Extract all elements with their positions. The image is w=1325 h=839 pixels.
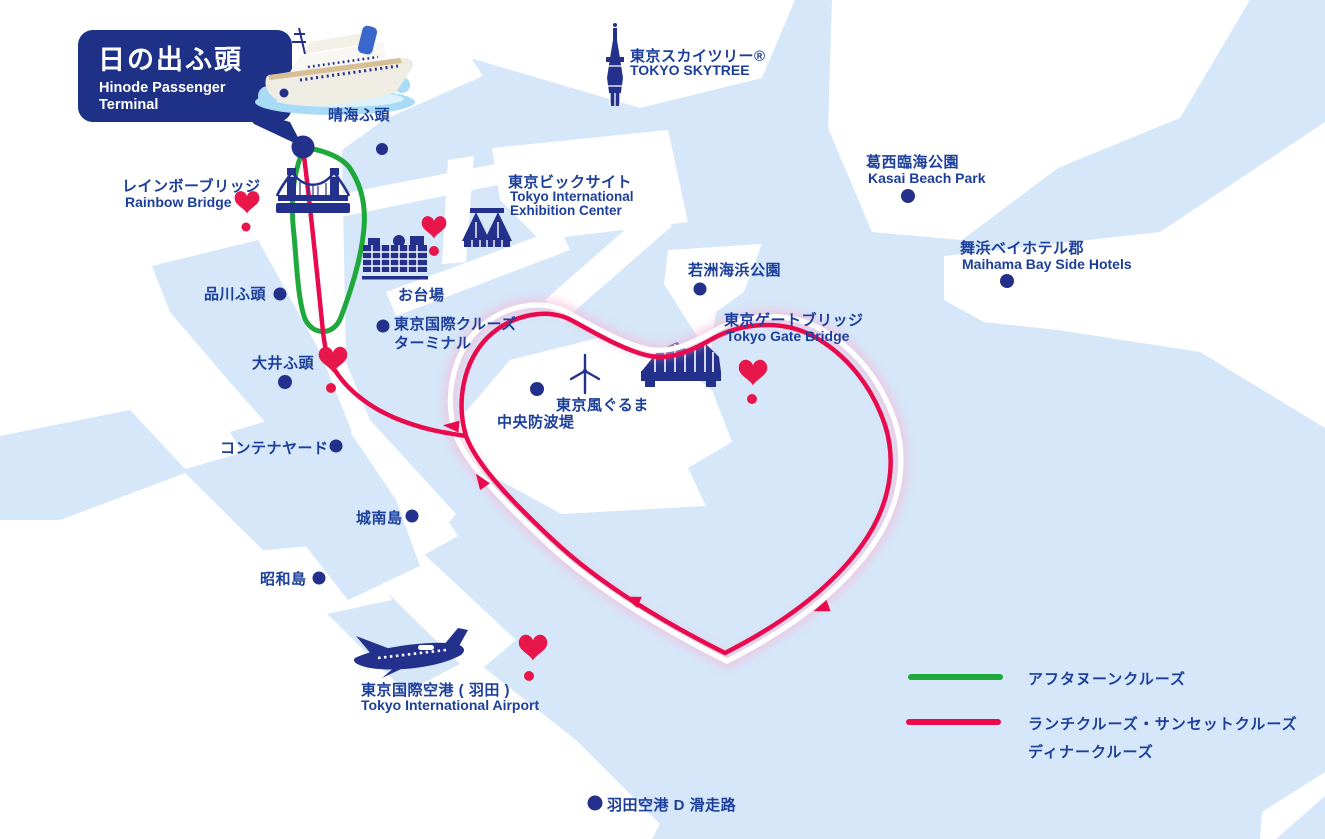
odaiba-building-icon — [362, 235, 428, 280]
dot-cruise-terminal — [376, 319, 390, 333]
label-big-sight-en2: Exhibition Center — [510, 203, 622, 218]
dot-showajima — [312, 571, 326, 585]
dot-oi — [278, 375, 292, 389]
airplane-icon — [353, 628, 468, 678]
location-dots — [273, 143, 1014, 811]
label-wakasu: 若洲海浜公園 — [688, 262, 782, 279]
label-gate-bridge-jp: 東京ゲートブリッジ — [724, 312, 864, 329]
dot-container-yard — [329, 439, 343, 453]
legend-afternoon-label: アフタヌーンクルーズ — [1028, 671, 1187, 688]
legend-afternoon-swatch — [908, 674, 1003, 680]
wind-turbine-icon — [569, 353, 601, 395]
block-shinagawa — [152, 240, 352, 462]
label-rainbow-bridge-en: Rainbow Bridge — [125, 194, 232, 210]
dot-jonanjima — [405, 509, 419, 523]
land-maihama — [944, 122, 1325, 428]
land-kasai — [828, 0, 1250, 240]
land-corner-sliver — [1260, 772, 1325, 839]
route-afternoon — [289, 145, 367, 334]
label-rainbow-bridge-jp: レインボーブリッジ — [122, 178, 261, 195]
dot-harumi — [376, 143, 388, 155]
dot-maihama — [1000, 274, 1014, 288]
dot-wakasu — [693, 282, 707, 296]
label-harumi: 晴海ふ頭 — [328, 107, 391, 124]
label-maihama-jp: 舞浜ベイホテル郡 — [960, 240, 1085, 257]
label-breakwater: 中央防波堤 — [497, 414, 575, 431]
legend-dinner-label: ディナークルーズ — [1028, 744, 1154, 761]
hinode-terminal-badge: 日の出ふ頭 Hinode Passenger Terminal — [78, 30, 292, 122]
big-sight-icon — [462, 208, 512, 247]
label-kasai-jp: 葛西臨海公園 — [866, 154, 960, 171]
label-runway-d: 羽田空港 D 滑走路 — [607, 797, 737, 814]
heart-markers — [234, 191, 768, 681]
label-cruise-terminal-2: ターミナル — [394, 335, 472, 352]
label-skytree-en: TOKYO SKYTREE — [630, 62, 750, 78]
label-maihama-en: Maihama Bay Side Hotels — [962, 256, 1132, 272]
label-jonanjima: 城南島 — [356, 510, 403, 527]
dot-kasai — [901, 189, 915, 203]
land-breakwater-island — [452, 338, 732, 514]
label-airport-en: Tokyo International Airport — [361, 697, 540, 713]
legend-lunch-sunset-swatch — [906, 719, 1001, 725]
label-big-sight-en1: Tokyo International — [510, 189, 634, 204]
skytree-icon — [606, 23, 624, 106]
route-lunch-dinner — [300, 145, 893, 656]
label-shinagawa: 品川ふ頭 — [204, 286, 267, 303]
land-wakasu — [664, 244, 762, 356]
label-container-yard: コンテナヤード — [220, 440, 329, 457]
label-cruise-terminal-1: 東京国際クルーズ — [394, 316, 517, 333]
dot-runway-d — [587, 795, 603, 811]
heart-route-outline — [443, 297, 909, 670]
label-gate-bridge-en: Tokyo Gate Bridge — [726, 328, 850, 344]
label-showajima: 昭和島 — [260, 571, 307, 588]
route-arrows — [443, 420, 831, 612]
dot-windmill — [530, 382, 544, 396]
legend-lunch-sunset-label: ランチクルーズ・サンセットクルーズ — [1028, 716, 1298, 733]
dot-shinagawa — [273, 287, 287, 301]
label-oi: 大井ふ頭 — [252, 355, 315, 372]
canal-2 — [0, 410, 188, 520]
rainbow-bridge-icon — [275, 168, 351, 213]
label-odaiba: お台場 — [398, 287, 445, 304]
land-runway-d — [438, 666, 660, 839]
river-corner — [1238, 20, 1325, 84]
badge-subtitle: Hinode Passenger Terminal — [99, 80, 226, 113]
badge-title: 日の出ふ頭 — [98, 45, 243, 75]
label-kasai-en: Kasai Beach Park — [868, 170, 986, 186]
label-skytree-jp: 東京スカイツリー® — [630, 48, 766, 65]
label-big-sight-jp: 東京ビックサイト — [508, 174, 633, 191]
block-oi-container — [230, 402, 420, 600]
label-windmill: 東京風ぐるま — [556, 397, 649, 414]
label-airport-jp: 東京国際空港 ( 羽田 ) — [361, 682, 510, 699]
pier-blocks — [152, 240, 420, 600]
